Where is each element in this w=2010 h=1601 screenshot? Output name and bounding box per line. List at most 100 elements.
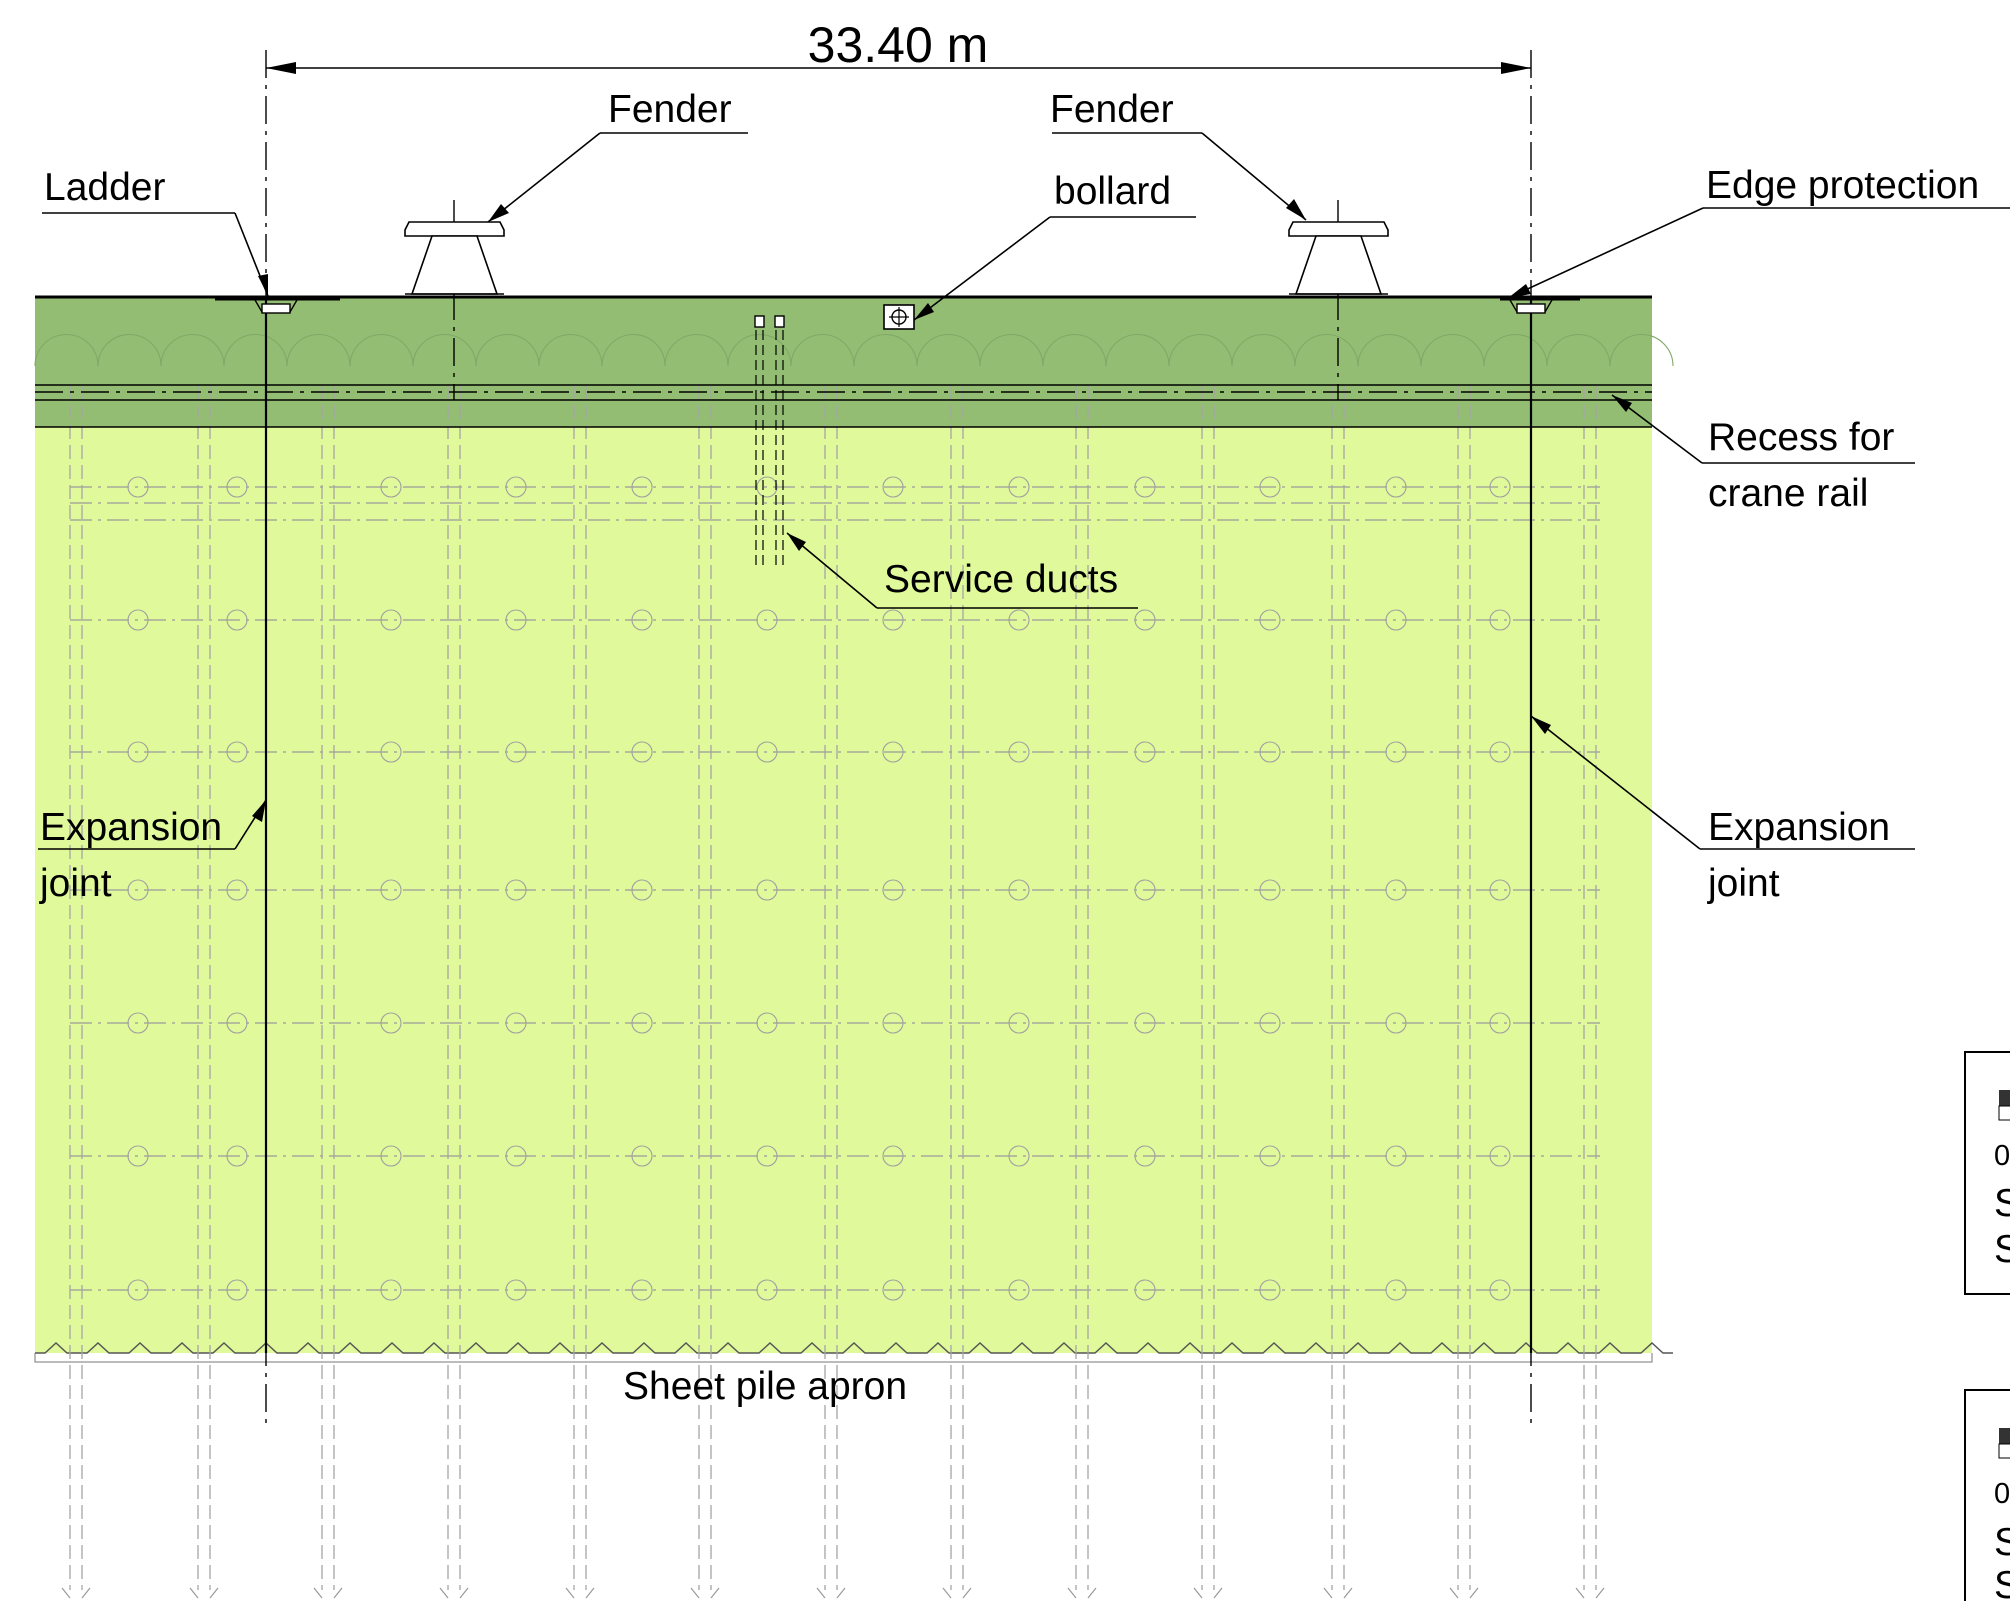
grid-marker-circle — [882, 476, 904, 498]
deck-top-band — [35, 297, 1652, 427]
grid-marker-circle — [1008, 1279, 1030, 1301]
grid-marker-circle — [1259, 1279, 1281, 1301]
grid-marker-circle — [127, 609, 149, 631]
grid-marker-circle — [882, 609, 904, 631]
scale-box-1: 0 S S — [1964, 1051, 2010, 1295]
grid-marker-circle — [631, 1012, 653, 1034]
pile-toe — [61, 1587, 91, 1599]
grid-marker-circle — [226, 1145, 248, 1167]
dimension-text: 33.40 m — [808, 17, 989, 73]
pile-toe — [439, 1587, 469, 1599]
grid-marker-circle — [226, 1012, 248, 1034]
scale-box-1-number: 0 — [1994, 1140, 2010, 1172]
edge-protection-leader — [1507, 207, 1704, 299]
service-ducts-arrow — [787, 533, 806, 551]
edge-protection-arrow — [1508, 284, 1531, 298]
sheet-edge-path — [35, 1342, 1673, 1354]
fender-left-label: Fender — [608, 88, 732, 131]
grid-marker-circle — [631, 609, 653, 631]
grid-marker-circle — [1489, 741, 1511, 763]
service-ducts-symbol — [754, 315, 785, 567]
grid-marker-circle — [127, 1279, 149, 1301]
grid-marker-circle — [1008, 1145, 1030, 1167]
pile-toe — [313, 1587, 343, 1599]
grid-marker-circle — [505, 1145, 527, 1167]
deck-arch — [790, 333, 855, 367]
service-ducts-label: Service ducts — [884, 558, 1118, 601]
deck-arch — [1609, 333, 1674, 367]
deck-arch — [475, 333, 540, 367]
hidden-grid-lines — [70, 476, 1600, 1301]
grid-marker-circle — [1385, 1145, 1407, 1167]
grid-marker-circle — [1259, 741, 1281, 763]
deck-arch — [1357, 333, 1422, 367]
grid-marker-circle — [756, 609, 778, 631]
scale-box-1-line2: S — [1994, 1228, 2010, 1271]
grid-marker-circle — [226, 1279, 248, 1301]
deck-arch — [34, 333, 99, 367]
grid-marker-circle — [756, 741, 778, 763]
fender-right-arrow — [1286, 199, 1306, 220]
grid-marker-circle — [1489, 1279, 1511, 1301]
grid-marker-circle — [226, 879, 248, 901]
grid-marker-circle — [505, 1012, 527, 1034]
grid-marker-circle — [226, 741, 248, 763]
deck-arch — [1231, 333, 1296, 367]
grid-marker-circle — [1134, 1145, 1156, 1167]
grid-marker-circle — [756, 1145, 778, 1167]
expansion-right-label-line2: joint — [1707, 862, 1780, 905]
deck-arch — [1546, 333, 1611, 367]
grid-marker-circle — [1259, 879, 1281, 901]
grid-marker-circle — [631, 476, 653, 498]
grid-marker-circle — [1134, 879, 1156, 901]
grid-marker-circle — [882, 879, 904, 901]
pile-toe — [942, 1587, 972, 1599]
deck-light-body — [35, 425, 1652, 1353]
recess-label-line2: crane rail — [1708, 472, 1868, 515]
grid-marker-circle — [631, 1279, 653, 1301]
deck-arch — [538, 333, 603, 367]
grid-marker-circle — [1489, 1145, 1511, 1167]
grid-marker-circle — [1385, 609, 1407, 631]
edge-protection-label: Edge protection — [1706, 164, 1979, 207]
grid-marker-circle — [127, 1012, 149, 1034]
grid-marker-circle — [1134, 1012, 1156, 1034]
grid-marker-circle — [380, 609, 402, 631]
grid-marker-circle — [226, 476, 248, 498]
deck-arch — [1168, 333, 1233, 367]
fender-right-label: Fender — [1050, 88, 1174, 131]
grid-marker-circle — [756, 1279, 778, 1301]
grid-marker-circle — [1385, 1012, 1407, 1034]
deck-arch — [286, 333, 351, 367]
grid-marker-circle — [882, 1145, 904, 1167]
expansion-left-arrow — [252, 800, 266, 822]
expansion-right-leader — [1530, 715, 1701, 850]
deck-arch — [664, 333, 729, 367]
grid-marker-circle — [127, 741, 149, 763]
grid-marker-circle — [756, 1012, 778, 1034]
grid-marker-circle — [882, 1012, 904, 1034]
pile-toe — [189, 1587, 219, 1599]
grid-marker-circle — [1134, 1279, 1156, 1301]
edge-protection-symbol — [1500, 297, 1580, 314]
grid-marker-circle — [380, 1279, 402, 1301]
grid-marker-circle — [631, 1145, 653, 1167]
pile-toe — [690, 1587, 720, 1599]
grid-marker-circle — [505, 879, 527, 901]
hidden-pile-lines — [61, 385, 1605, 1599]
grid-marker-circle — [1489, 609, 1511, 631]
ladder-label: Ladder — [44, 166, 165, 209]
grid-marker-circle — [1008, 609, 1030, 631]
deck-arch — [223, 333, 288, 367]
sheet-pile-edge — [34, 1342, 1673, 1363]
grid-marker-circle — [1489, 1012, 1511, 1034]
grid-marker-circle — [1385, 741, 1407, 763]
expansion-left-label-line2: joint — [39, 862, 112, 905]
grid-marker-circle — [1385, 1279, 1407, 1301]
pile-toe — [565, 1587, 595, 1599]
dimension-arrow-left — [266, 62, 296, 74]
deck-arch — [727, 333, 792, 367]
deck-arch — [853, 333, 918, 367]
grid-marker-circle — [1259, 609, 1281, 631]
